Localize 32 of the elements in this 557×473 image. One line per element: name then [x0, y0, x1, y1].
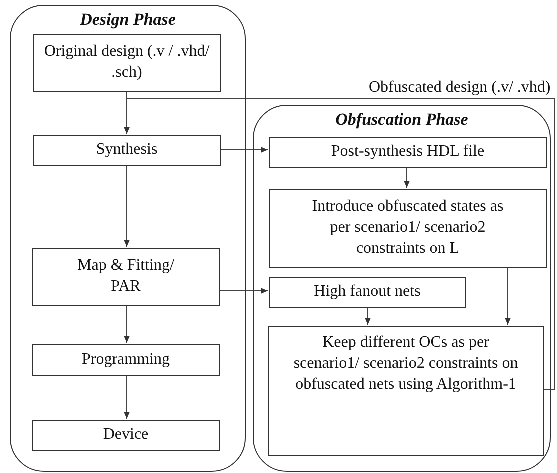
step-text: Keep different OCs as per scenario1/ scenario2 constraints on obfuscated nets using Algorithm-1	[294, 333, 518, 395]
step-text: Introduce obfuscated states as per scenario1/ scenario2 constraints on L	[311, 197, 505, 259]
process-box	[32, 248, 220, 306]
phase-title: Design Phase	[79, 10, 177, 30]
process-box	[269, 137, 547, 168]
arrow	[124, 164, 130, 248]
arrow	[124, 98, 556, 390]
step-text: Programming	[82, 350, 170, 370]
step-text: Original design (.v / .vhd/ .sch)	[43, 42, 211, 83]
edge-label: Obfuscated design (.v/ .vhd)	[369, 79, 551, 97]
arrow	[124, 304, 130, 344]
arrow	[505, 266, 511, 326]
step-text: Post-synthesis HDL file	[331, 142, 485, 162]
arrow	[365, 306, 371, 326]
process-box	[33, 34, 221, 92]
arrow	[404, 166, 410, 188]
step-text: Synthesis	[96, 140, 158, 160]
arrow	[218, 288, 268, 294]
step-text: High fanout nets	[314, 282, 421, 302]
process-box	[32, 344, 220, 376]
process-box	[269, 277, 466, 308]
step-text: Device	[103, 425, 149, 446]
phase-container	[10, 5, 246, 472]
step-text: Map & Fitting/ PAR	[76, 256, 176, 297]
process-box	[33, 135, 221, 166]
phase-title: Obfuscation Phase	[334, 110, 470, 130]
phase-container	[253, 105, 551, 472]
arrow	[220, 147, 268, 153]
arrow	[124, 374, 130, 420]
process-box	[269, 189, 547, 268]
process-box	[268, 326, 544, 456]
process-box	[32, 420, 220, 451]
